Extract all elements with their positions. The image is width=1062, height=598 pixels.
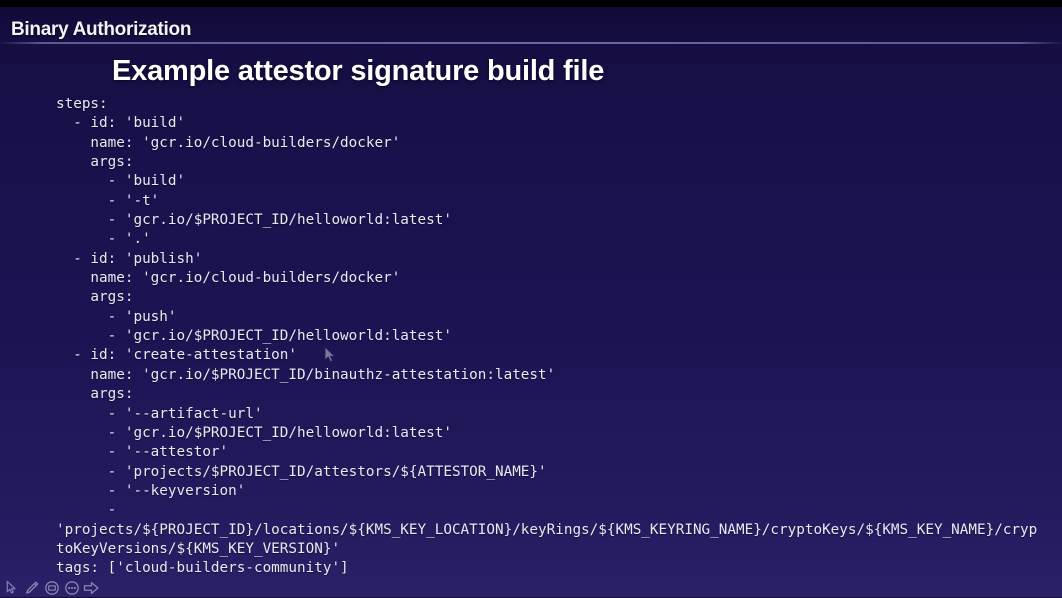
code-block: steps: - id: 'build' name: 'gcr.io/cloud… — [56, 95, 1041, 579]
slide-icon[interactable] — [42, 578, 61, 597]
slide-header-bar: Binary Authorization — [0, 7, 1062, 43]
code-line: name: 'gcr.io/cloud-builders/docker' — [56, 134, 401, 151]
mouse-cursor — [324, 345, 337, 363]
code-line: args: — [56, 386, 134, 403]
code-line: - 'build' — [56, 173, 186, 190]
code-line: - '-t' — [56, 192, 160, 209]
code-line: - '--keyversion' — [56, 482, 246, 499]
next-arrow-icon[interactable] — [82, 578, 101, 597]
letterbox-top — [0, 0, 1062, 7]
code-line: name: 'gcr.io/$PROJECT_ID/binauthz-attes… — [56, 366, 556, 383]
code-line: args: — [56, 289, 134, 306]
code-line-wrapped: 'projects/${PROJECT_ID}/locations/${KMS_… — [56, 521, 1038, 557]
code-line: - id: 'publish' — [56, 250, 203, 267]
code-line: steps: — [56, 96, 108, 112]
code-line: - 'projects/$PROJECT_ID/attestors/${ATTE… — [56, 463, 547, 480]
menu-icon[interactable] — [62, 578, 81, 597]
pen-icon[interactable] — [22, 578, 41, 597]
slide-title: Example attestor signature build file — [112, 55, 605, 87]
header-divider — [0, 42, 1062, 44]
code-line: - 'gcr.io/$PROJECT_ID/helloworld:latest' — [56, 212, 452, 229]
code-line: - — [56, 502, 125, 519]
code-line: - id: 'create-attestation' — [56, 347, 298, 364]
code-line-tags: tags: ['cloud-builders-community'] — [56, 560, 349, 577]
deck-title: Binary Authorization — [11, 19, 192, 40]
code-line: - '--attestor' — [56, 444, 229, 461]
pointer-icon[interactable] — [2, 578, 21, 597]
code-line: name: 'gcr.io/cloud-builders/docker' — [56, 270, 401, 287]
code-line: - 'gcr.io/$PROJECT_ID/helloworld:latest' — [56, 424, 452, 441]
code-line: args: — [56, 154, 134, 171]
code-line: - id: 'build' — [56, 115, 186, 132]
code-line: - 'gcr.io/$PROJECT_ID/helloworld:latest' — [56, 328, 452, 345]
code-line: - '.' — [56, 231, 151, 248]
code-line: - '--artifact-url' — [56, 405, 263, 422]
code-line: - 'push' — [56, 308, 177, 325]
presenter-toolbar[interactable] — [0, 578, 103, 597]
